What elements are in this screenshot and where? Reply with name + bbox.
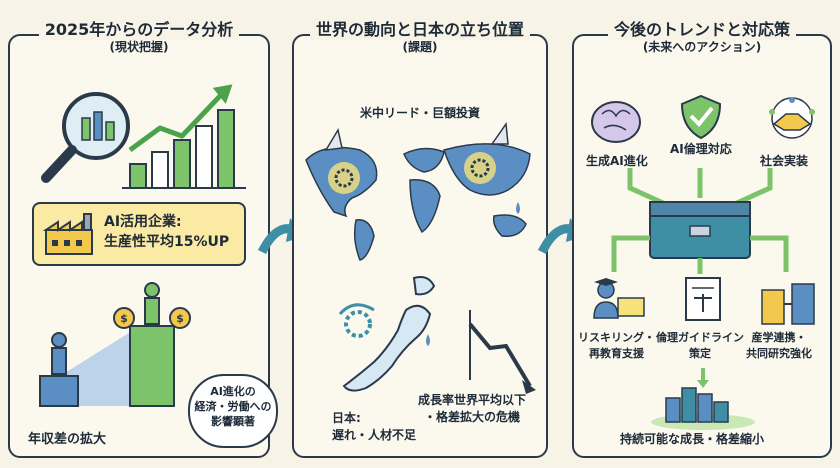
japan-line-2: 遅れ・人材不足: [332, 428, 417, 442]
japan-line-1: 日本:: [332, 411, 361, 425]
action-industry-academia: 産学連携・ 共同研究強化: [746, 330, 812, 362]
action-industry-line-2: 共同研究強化: [746, 347, 812, 360]
bubble-line-1: AI進化の: [210, 385, 256, 398]
callout-line-1: AI活用企業:: [104, 214, 182, 230]
trend-item-implementation: 社会実装: [760, 154, 809, 168]
trend-item-gen-ai: 生成AI進化: [586, 154, 648, 168]
action-ethics-line-2: 策定: [689, 347, 711, 360]
action-industry-line-1: 産学連携・: [751, 331, 807, 344]
panel-future-actions: 今後のトレンドと対応策 (未来へのアクション) 生成AI進化 AI倫理対応 社会…: [572, 16, 832, 458]
action-reskilling-line-1: リスキリング・: [578, 331, 655, 344]
impact-thought-bubble: AI進化の 経済・労働への 影響顕著: [188, 374, 278, 448]
action-ethics-line-1: 倫理ガイドライン: [656, 331, 744, 344]
japan-map-icon: [338, 276, 536, 394]
university-industry-icon: [761, 283, 815, 325]
sustainable-growth-label: 持続可能な成長・格差縮小: [620, 432, 765, 446]
magnifier-chart-icon: [41, 84, 246, 189]
panel-subtitle: (現状把握): [109, 40, 169, 54]
bubble-line-3: 影響顕著: [211, 415, 255, 428]
panel-title: 2025年からのデータ分析: [38, 16, 240, 40]
reskilling-icon: [593, 278, 645, 319]
toolbox-hub-icon: [611, 168, 789, 274]
panel-title: 世界の動向と日本の立ち位置: [309, 16, 530, 40]
panel-title: 今後のトレンドと対応策: [607, 16, 796, 40]
brain-icon: [591, 101, 641, 143]
japan-status: 日本: 遅れ・人材不足: [332, 410, 416, 444]
trend-item-ai-ethics: AI倫理対応: [670, 142, 732, 156]
trend-line-2: ・格差拡大の危機: [424, 410, 521, 424]
city-skyline-icon: [651, 368, 755, 430]
handshake-network-icon: [769, 97, 815, 139]
panel-subtitle: (未来へのアクション): [642, 40, 762, 54]
ethics-document-icon: [685, 277, 721, 321]
productivity-callout: AI活用企業: 生産性平均15%UP: [32, 202, 246, 266]
panel-data-analysis: 2025年からのデータ分析 (現状把握) AI活用企業: 生産性平均15%U: [8, 16, 278, 458]
factory-icon: [42, 213, 93, 255]
svg-text:$: $: [120, 312, 128, 325]
panel-global-trends: 世界の動向と日本の立ち位置 (課題) 米中リード・巨額投資 日本: 遅れ・人材不…: [292, 16, 548, 458]
trend-line-1: 成長率世界平均以下: [418, 393, 527, 407]
map-label: 米中リード・巨額投資: [360, 106, 481, 120]
panel-subtitle: (課題): [402, 40, 438, 54]
action-reskilling-line-2: 再教育支援: [589, 347, 644, 360]
world-map-icon: [305, 121, 531, 261]
shield-check-icon: [680, 94, 722, 140]
action-reskilling: リスキリング・ 再教育支援: [578, 330, 655, 362]
action-ethics-guidelines: 倫理ガイドライン 策定: [656, 330, 744, 362]
callout-line-2: 生産性平均15%UP: [104, 234, 230, 250]
svg-text:$: $: [176, 312, 184, 325]
growth-risk-label: 成長率世界平均以下 ・格差拡大の危機: [418, 392, 526, 426]
bubble-line-2: 経済・労働への: [194, 400, 272, 413]
income-gap-illustration: $ $: [39, 282, 191, 407]
income-gap-label: 年収差の拡大: [28, 432, 107, 447]
